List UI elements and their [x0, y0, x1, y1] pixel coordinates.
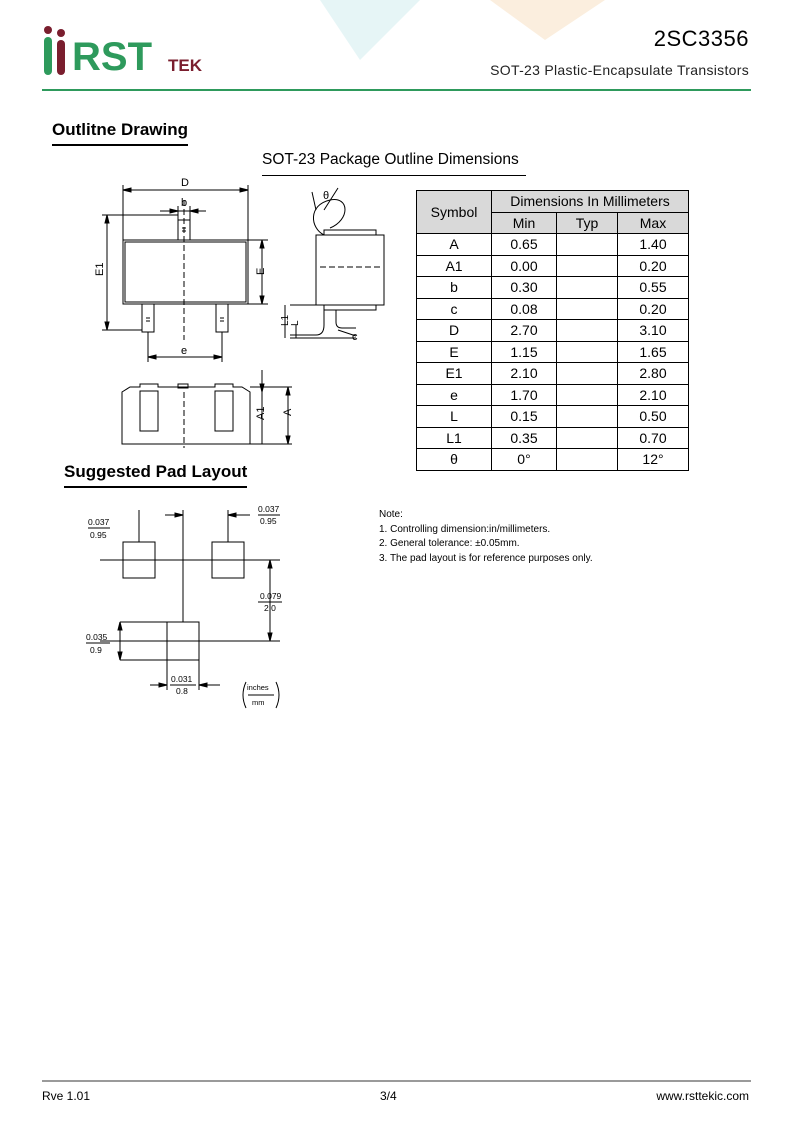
pad-layout-drawing: 0.037 0.95 0.037 0.95 0.079 2.0 0.035 0.…: [86, 504, 282, 709]
website-link[interactable]: www.rsttekic.com: [656, 1089, 749, 1103]
col-symbol-header: Symbol: [416, 190, 492, 234]
dim-label-theta: θ: [323, 190, 329, 202]
notes-block: Note: 1. Controlling dimension:in/millim…: [379, 508, 593, 566]
unit-bottom: mm: [252, 698, 265, 707]
header-divider: [42, 89, 751, 91]
dim-label-D: D: [181, 177, 189, 189]
page-number: 3/4: [380, 1089, 397, 1103]
footer-divider: [42, 1080, 751, 1082]
note-item: 2. General tolerance: ±0.05mm.: [379, 538, 520, 549]
header-decoration: [320, 0, 605, 60]
col-group-header: Dimensions In Millimeters: [491, 190, 689, 213]
dim-label-E: E: [255, 268, 267, 275]
outline-drawing-title: Outlitne Drawing: [52, 120, 188, 146]
package-outline-title: SOT-23 Package Outline Dimensions: [262, 151, 526, 176]
logo-main-text: RST: [72, 35, 152, 79]
document-subtitle: SOT-23 Plastic-Encapsulate Transistors: [490, 62, 749, 78]
row-gap-in: 0.079: [260, 591, 282, 601]
pad-w-in: 0.031: [171, 674, 193, 684]
pitch-in: 0.037: [258, 504, 280, 514]
part-number: 2SC3356: [653, 26, 749, 51]
note-item: 1. Controlling dimension:in/millimeters.: [379, 523, 551, 535]
pad-layout-title: Suggested Pad Layout: [64, 462, 248, 488]
col-min-header: Min: [491, 211, 557, 234]
row-gap-mm: 2.0: [264, 603, 276, 613]
notes-title: Note:: [379, 509, 403, 520]
dim-label-A: A: [282, 408, 294, 416]
logo-sub-text: TEK: [168, 56, 203, 75]
unit-top: inches: [247, 683, 269, 692]
pad-width-in: 0.037: [88, 517, 110, 527]
pad-w-mm: 0.8: [176, 686, 188, 696]
dim-label-A1: A1: [255, 407, 267, 420]
dim-label-L1: L1: [280, 314, 291, 326]
company-logo: RST TEK: [42, 24, 212, 85]
pitch-mm: 0.95: [260, 516, 277, 526]
dim-label-c: c: [352, 331, 358, 343]
dim-label-L: L: [290, 320, 301, 326]
outline-drawing: D b E1 E e θ L1 L c A1 A: [94, 177, 385, 448]
dim-label-e: e: [181, 345, 187, 357]
note-item: 3. The pad layout is for reference purpo…: [379, 552, 593, 564]
dimension-table: Symbol Dimensions In Millimeters Min Typ…: [416, 190, 689, 471]
revision-label: Rve 1.01: [42, 1089, 91, 1103]
col-max-header: Max: [617, 211, 689, 234]
pad-height-mm: 0.9: [90, 645, 102, 655]
dim-label-b: b: [181, 197, 187, 209]
pad-width-mm: 0.95: [90, 530, 107, 540]
pad-height-in: 0.035: [86, 632, 108, 642]
col-typ-header: Typ: [556, 211, 618, 234]
dim-label-E1: E1: [94, 263, 106, 276]
